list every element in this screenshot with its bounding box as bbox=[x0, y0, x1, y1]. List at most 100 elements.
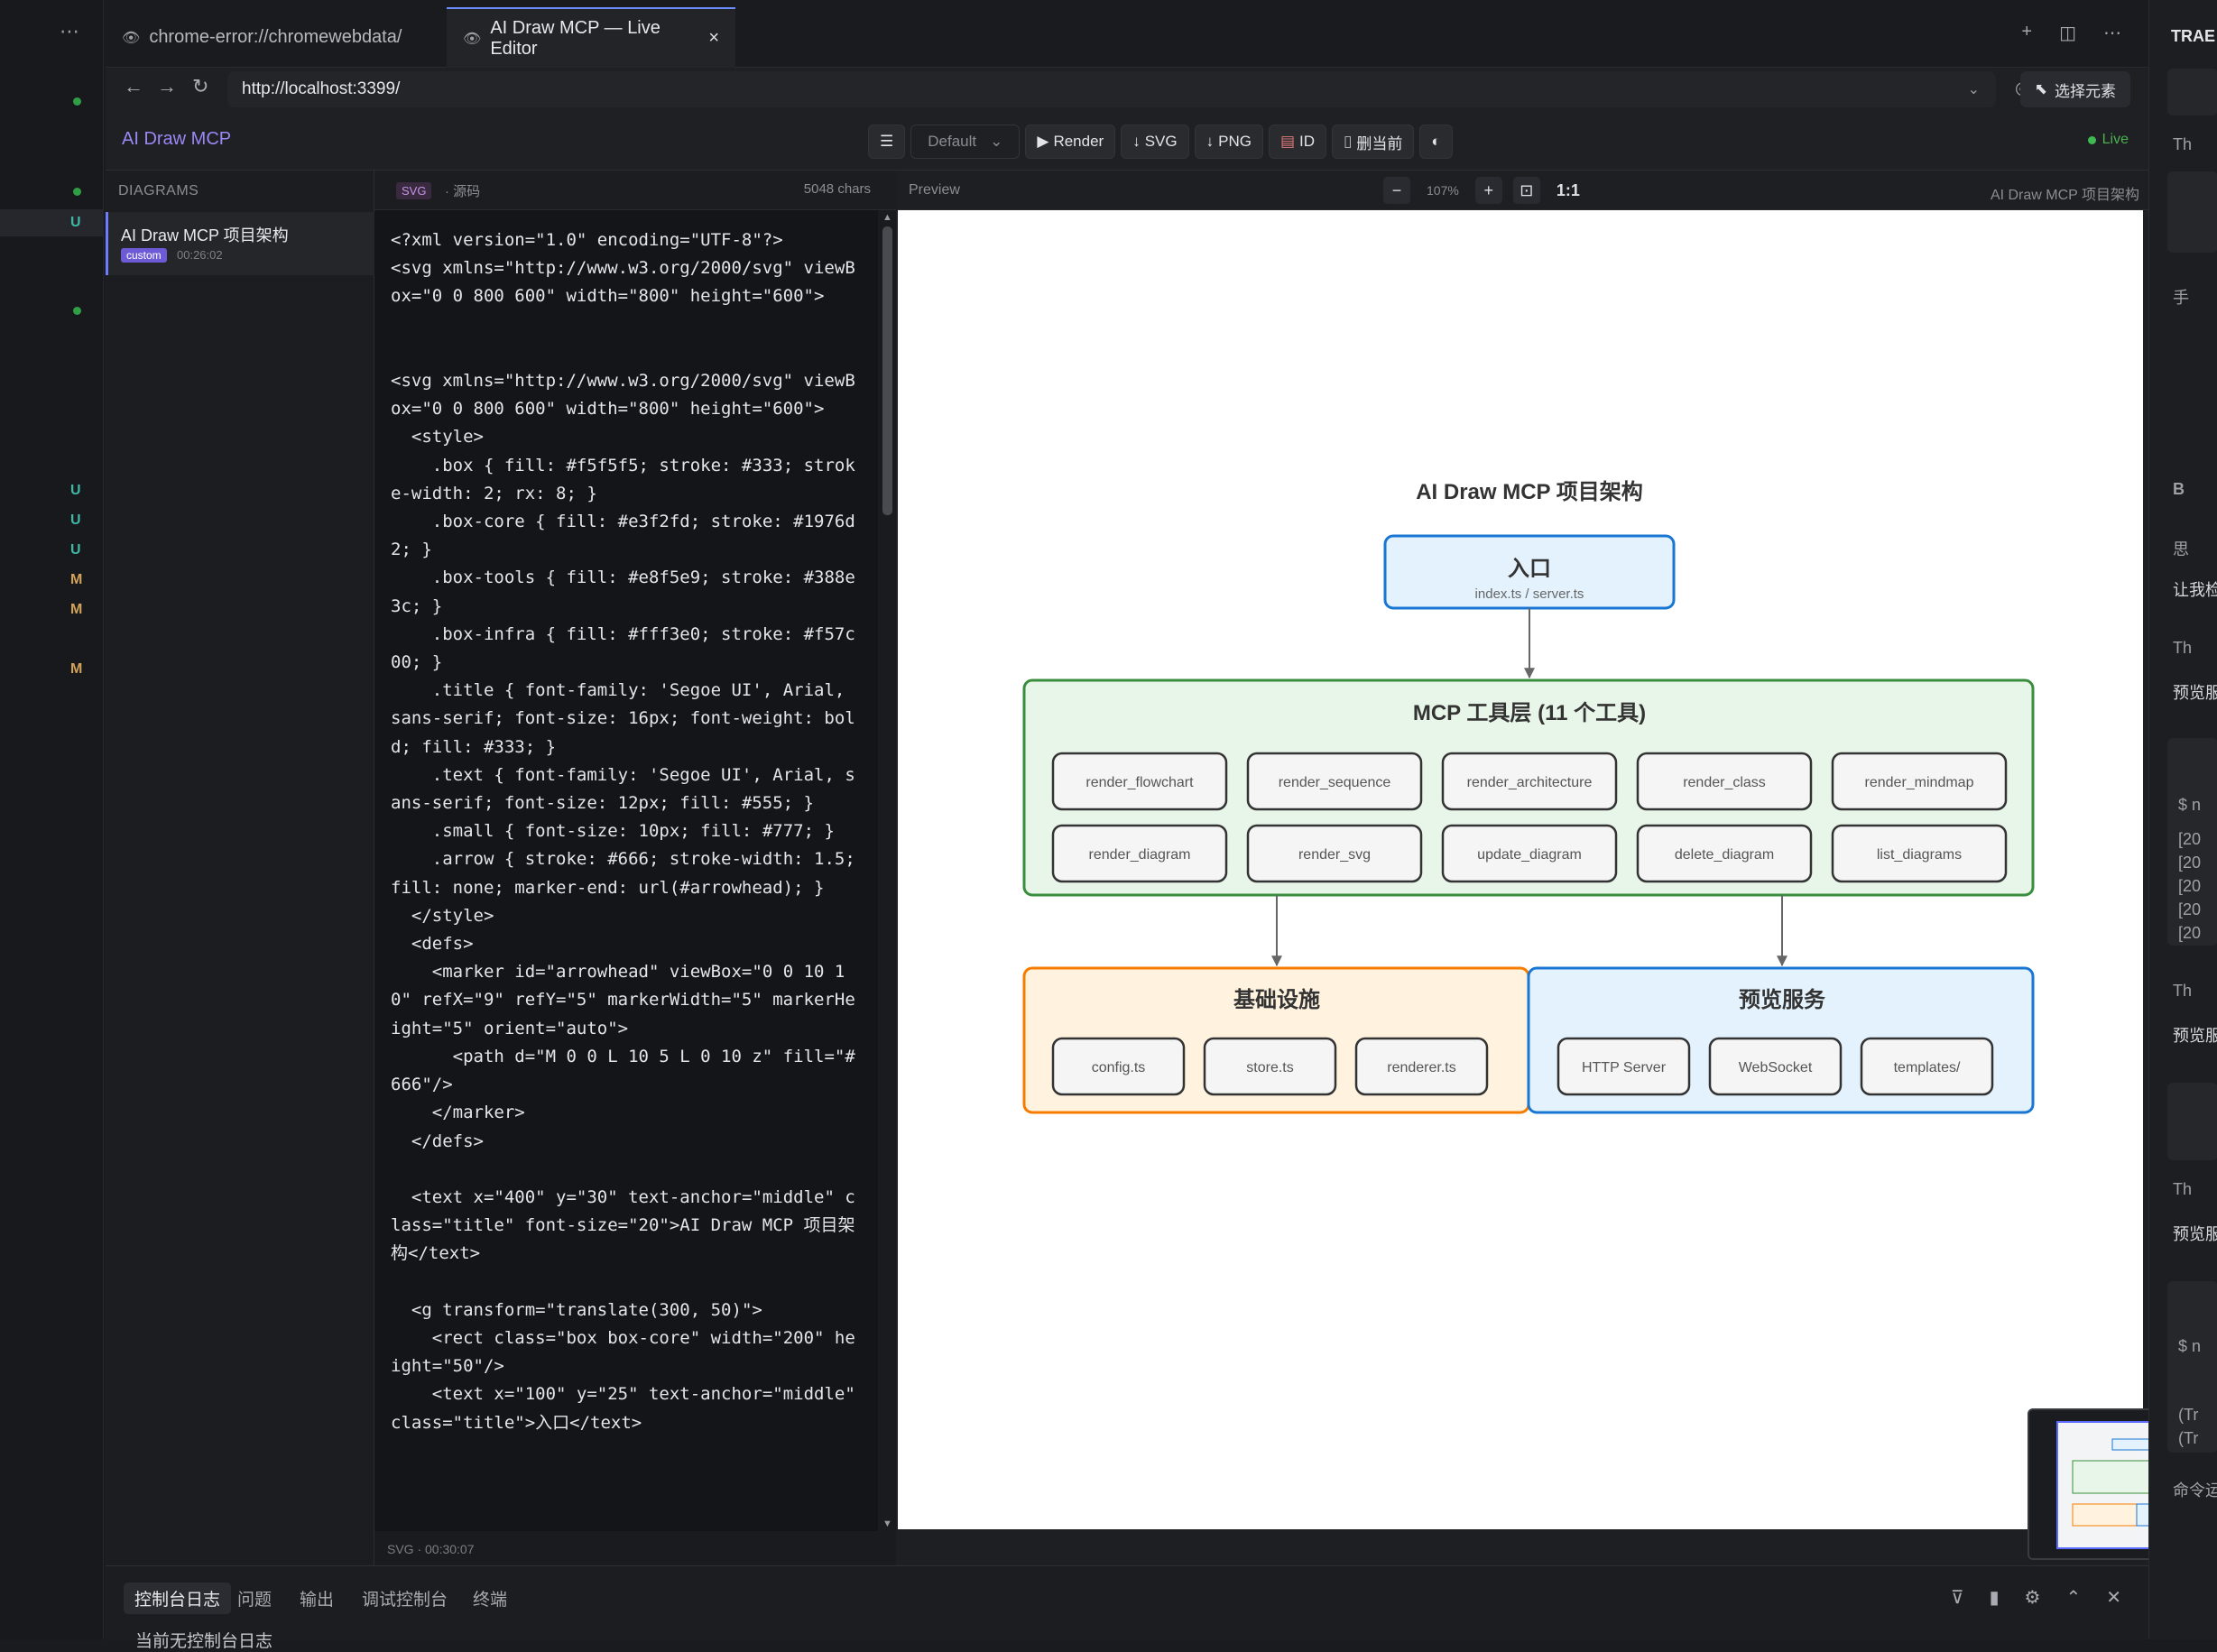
browser-card[interactable] bbox=[2167, 1083, 2217, 1160]
tab-chrome-error[interactable]: 👁 chrome-error://chromewebdata/ bbox=[106, 7, 447, 68]
tab-terminal[interactable]: 终端 bbox=[473, 1591, 508, 1610]
preview-canvas[interactable]: AI Draw MCP 项目架构 入口 index.ts / server.ts… bbox=[898, 210, 2217, 1560]
service-item-label: templates/ bbox=[1894, 1060, 1961, 1075]
git-status-untracked: U bbox=[70, 542, 81, 558]
tab-debug-console[interactable]: 调试控制台 bbox=[362, 1591, 448, 1610]
download-svg-button[interactable]: ↓SVG bbox=[1121, 125, 1189, 159]
theme-select[interactable]: Default⌄ bbox=[910, 125, 1021, 159]
trash-icon: ▯ bbox=[1344, 133, 1353, 150]
preview-header: Preview − 107% + ⊡ 1:1 AI Draw MCP 项目架构 bbox=[898, 171, 2148, 210]
toolbar: ☰ Default⌄ ▶Render ↓SVG ↓PNG ▤ID ▯删当前 ◐ bbox=[868, 125, 1453, 159]
more-icon[interactable]: ⋯ bbox=[60, 20, 81, 42]
git-status-untracked: U bbox=[70, 483, 81, 498]
command-card bbox=[2167, 171, 2217, 253]
tab-output[interactable]: 输出 bbox=[300, 1591, 335, 1610]
service-item-box bbox=[1860, 1037, 1994, 1096]
pick-element-button[interactable]: ⬉ 选择元素 bbox=[2019, 71, 2130, 107]
delete-label: 删当前 bbox=[1356, 134, 1403, 152]
terminal-line: $ n bbox=[2178, 1337, 2202, 1355]
toggle-icon[interactable]: ▮ bbox=[1989, 1588, 2000, 1608]
fit-icon[interactable]: ⊡ bbox=[1512, 177, 1540, 204]
diagram-title: AI Draw MCP 项目架构 bbox=[121, 226, 289, 245]
filter-icon[interactable]: ⊽ bbox=[1950, 1588, 1964, 1608]
zoom-out-button[interactable]: − bbox=[1383, 177, 1410, 204]
new-tab-icon[interactable]: + bbox=[2021, 22, 2033, 42]
id-button[interactable]: ▤ID bbox=[1268, 125, 1327, 159]
thought-text: Th bbox=[2173, 639, 2193, 657]
scroll-down-icon[interactable]: ▼ bbox=[882, 1518, 892, 1529]
git-status-modified: M bbox=[70, 572, 83, 587]
preview-service-title: 预览服务 bbox=[1739, 987, 1826, 1012]
url-text: http://localhost:3399/ bbox=[242, 79, 401, 98]
code-scrollbar[interactable]: ▲ ▼ bbox=[878, 210, 896, 1531]
tab-console-log[interactable]: 控制台日志 bbox=[124, 1583, 232, 1614]
trae-assistant-panel: TRAE Th 手 B 思 让我检 Th 预览服 $ n [20 [20 [20… bbox=[2148, 0, 2217, 1639]
terminal-line: [20 bbox=[2178, 900, 2202, 918]
tool-item-label: list_diagrams bbox=[1877, 847, 1962, 863]
forward-icon[interactable]: → bbox=[157, 75, 177, 97]
tool-item-label: render_mindmap bbox=[1865, 775, 1974, 790]
render-label: Render bbox=[1053, 133, 1104, 150]
render-button[interactable]: ▶Render bbox=[1025, 125, 1116, 159]
more-icon[interactable]: ⋯ bbox=[2103, 23, 2121, 43]
code-editor[interactable]: <?xml version="1.0" encoding="UTF-8"?> <… bbox=[391, 230, 855, 1433]
selected-row-highlight bbox=[0, 209, 104, 236]
split-view-icon[interactable]: ◫ bbox=[2059, 23, 2076, 43]
embedded-browser: 👁 chrome-error://chromewebdata/ 👁 AI Dra… bbox=[106, 0, 2217, 1565]
scroll-thumb[interactable] bbox=[882, 226, 892, 515]
entry-subtitle: index.ts / server.ts bbox=[1475, 586, 1584, 602]
tool-item-box bbox=[1246, 752, 1423, 811]
terminal-line: [20 bbox=[2178, 854, 2202, 872]
terminal-line: [20 bbox=[2178, 830, 2202, 848]
zoom-in-button[interactable]: + bbox=[1474, 177, 1502, 204]
live-label: Live bbox=[2102, 132, 2129, 147]
preview-breadcrumb: AI Draw MCP 项目架构 bbox=[1990, 188, 2139, 203]
infra-item-box bbox=[1051, 1037, 1186, 1096]
tool-item-box bbox=[1051, 752, 1228, 811]
theme-toggle-button[interactable]: ◐ bbox=[1419, 125, 1453, 159]
tab-live-editor[interactable]: 👁 AI Draw MCP — Live Editor × bbox=[447, 7, 735, 68]
thought-text: Th bbox=[2173, 135, 2193, 153]
tab-problems[interactable]: 问题 bbox=[237, 1591, 273, 1610]
diagram-type-badge: custom bbox=[121, 248, 167, 263]
b-text: B bbox=[2173, 480, 2185, 498]
app-brand: AI Draw MCP bbox=[122, 129, 232, 149]
infra-title: 基础设施 bbox=[1233, 987, 1320, 1012]
source-label: · 源码 bbox=[445, 184, 481, 199]
close-icon[interactable]: ✕ bbox=[2106, 1588, 2121, 1608]
scroll-up-icon[interactable]: ▲ bbox=[882, 212, 892, 223]
clipboard-icon: ▤ bbox=[1279, 133, 1296, 150]
tool-item-label: delete_diagram bbox=[1675, 847, 1774, 863]
navigation-bar: ← → ↻ http://localhost:3399/ ⌄ ◎ ▭ ‹› ⬉ … bbox=[106, 68, 2148, 111]
download-png-button[interactable]: ↓PNG bbox=[1194, 125, 1263, 159]
zoom-controls: − 107% + ⊡ 1:1 bbox=[1383, 177, 1585, 204]
live-dot-icon bbox=[2087, 135, 2096, 144]
terminal-line: (Tr bbox=[2178, 1406, 2199, 1424]
message-text: 预览服 bbox=[2173, 1225, 2217, 1243]
infra-item-box bbox=[1354, 1037, 1489, 1096]
tab-label: chrome-error://chromewebdata/ bbox=[149, 27, 402, 47]
actual-size-button[interactable]: 1:1 bbox=[1556, 180, 1580, 199]
close-tab-icon[interactable]: × bbox=[708, 28, 719, 48]
diagram-list-item[interactable]: AI Draw MCP 项目架构 custom 00:26:02 bbox=[106, 212, 374, 275]
tool-item-box bbox=[1051, 824, 1228, 883]
tool-item-box bbox=[1636, 824, 1813, 883]
edit-icon[interactable] bbox=[2167, 69, 2217, 115]
delete-current-button[interactable]: ▯删当前 bbox=[1332, 125, 1415, 159]
download-icon: ↓ bbox=[1205, 133, 1215, 150]
infra-item-label: renderer.ts bbox=[1387, 1060, 1455, 1075]
service-item-label: WebSocket bbox=[1739, 1060, 1813, 1075]
chevron-down-icon: ⌄ bbox=[990, 133, 1003, 150]
tool-item-label: render_sequence bbox=[1279, 775, 1391, 790]
menu-button[interactable]: ☰ bbox=[868, 125, 906, 159]
chevron-up-icon[interactable]: ⌃ bbox=[2065, 1588, 2082, 1608]
settings-icon[interactable]: ⚙ bbox=[2024, 1588, 2041, 1608]
live-status: Live bbox=[2087, 132, 2129, 148]
git-added-dot-icon bbox=[73, 188, 81, 196]
manual-text: 手 bbox=[2173, 289, 2189, 307]
reload-icon[interactable]: ↻ bbox=[192, 75, 209, 97]
back-icon[interactable]: ← bbox=[124, 75, 143, 97]
url-input[interactable]: http://localhost:3399/ ⌄ bbox=[227, 71, 1996, 107]
chevron-down-icon[interactable]: ⌄ bbox=[1967, 82, 1980, 97]
